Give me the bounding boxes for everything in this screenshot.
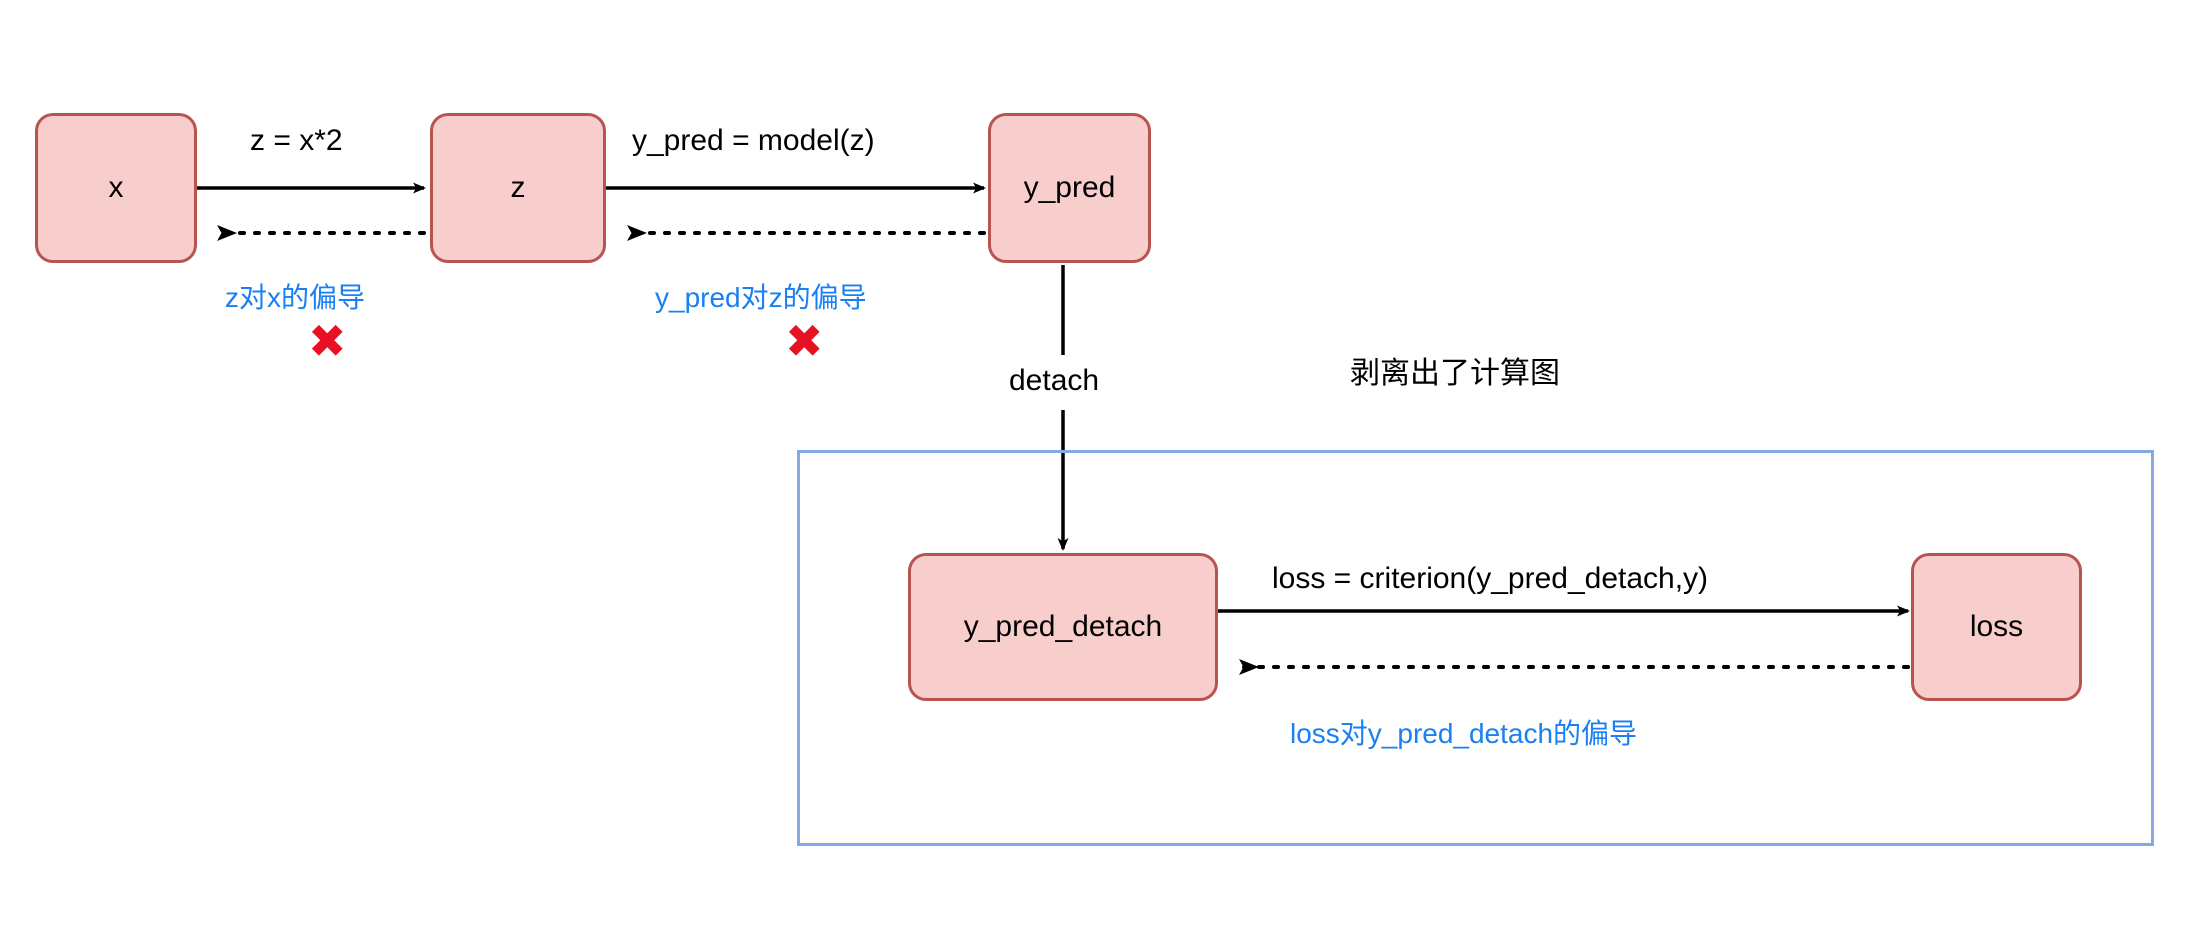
grad-label-loss-wrt-detach: loss对y_pred_detach的偏导	[1290, 718, 1638, 749]
edge-label-z-to-ypred: y_pred = model(z)	[632, 124, 875, 157]
node-y-pred-detach-label: y_pred_detach	[963, 610, 1163, 643]
detached-graph-note: 剥离出了计算图	[1350, 357, 1560, 390]
node-z[interactable]: z	[430, 113, 606, 263]
node-loss[interactable]: loss	[1911, 553, 2082, 701]
grad-label-ypred-wrt-z: y_pred对z的偏导	[655, 282, 867, 313]
node-x-label: x	[108, 171, 124, 204]
blocked-cross-icon-z-x: ✖	[308, 314, 347, 368]
node-y-pred[interactable]: y_pred	[988, 113, 1151, 263]
edge-label-x-to-z: z = x*2	[250, 124, 343, 157]
grad-label-z-wrt-x: z对x的偏导	[225, 282, 366, 313]
detached-graph-group	[797, 450, 2154, 846]
node-x[interactable]: x	[35, 113, 197, 263]
edge-label-detach-to-loss: loss = criterion(y_pred_detach,y)	[1272, 562, 1709, 595]
node-loss-label: loss	[1969, 610, 2024, 643]
edge-label-detach: detach	[1009, 364, 1100, 397]
blocked-cross-icon-ypred-z: ✖	[785, 314, 824, 368]
node-z-label: z	[510, 171, 526, 204]
node-y-pred-detach[interactable]: y_pred_detach	[908, 553, 1218, 701]
node-y-pred-label: y_pred	[1023, 171, 1116, 204]
